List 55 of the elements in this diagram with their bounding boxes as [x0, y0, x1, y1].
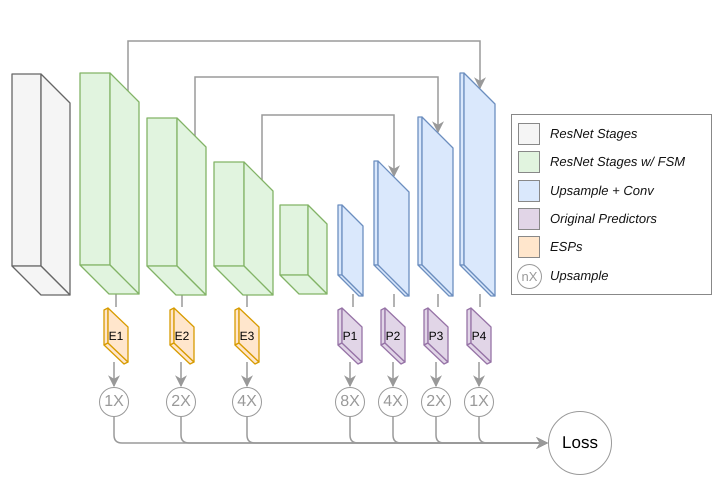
legend-text: Upsample + Conv	[550, 182, 654, 198]
arrow	[430, 362, 442, 388]
node-label: 2X	[171, 393, 191, 411]
node-label: 1X	[469, 393, 489, 411]
upsample-circle	[378, 387, 408, 417]
arrow	[387, 362, 399, 388]
legend-symbol: nX	[517, 264, 542, 288]
arrow	[473, 362, 485, 388]
layer-block	[280, 205, 327, 294]
legend-text: ResNet Stages w/ FSM	[550, 154, 686, 170]
upsample-circle	[464, 387, 494, 417]
predictor-block	[424, 308, 448, 364]
arrow	[261, 114, 400, 180]
upsample-circle	[232, 387, 262, 417]
arrow	[127, 40, 486, 91]
predictor-block	[235, 308, 259, 364]
upsample-circle	[335, 387, 365, 417]
layer-block	[147, 118, 206, 295]
node-label: E1	[108, 329, 124, 343]
legend-text: ResNet Stages	[550, 126, 638, 141]
layer-block	[214, 162, 273, 295]
node-label: 8X	[340, 393, 360, 411]
node-label: P2	[386, 329, 400, 343]
node-label: E2	[174, 329, 190, 343]
node-label: 2X	[426, 393, 446, 411]
predictor-block	[381, 308, 405, 364]
layer-block	[338, 205, 363, 296]
legend-text: Upsample	[550, 268, 609, 282]
arrow	[194, 76, 444, 136]
predictor-block	[467, 308, 491, 364]
upsample-circle	[99, 387, 129, 417]
predictor-block	[338, 308, 362, 364]
layer-block	[374, 161, 409, 296]
node-label: E3	[240, 329, 254, 343]
arrow	[241, 362, 253, 388]
layer-block	[80, 73, 139, 294]
layer-block	[460, 73, 495, 296]
arrow	[108, 362, 120, 388]
legend-text: Original Predictors	[550, 210, 657, 226]
upsample-circle	[166, 387, 196, 417]
legend-text: ESPs	[550, 239, 583, 254]
node-label: P3	[428, 329, 444, 343]
layer-block	[12, 74, 70, 295]
arrow	[175, 362, 187, 388]
arrow	[344, 362, 356, 388]
predictor-block	[170, 308, 194, 364]
node-label: 4X	[383, 393, 403, 411]
layer-block	[418, 117, 453, 296]
node-label: Loss	[562, 433, 598, 453]
predictor-block	[104, 308, 128, 364]
upsample-circle	[421, 387, 451, 417]
node-label: 1X	[104, 393, 124, 411]
node-label: P4	[472, 329, 486, 343]
node-label: P1	[342, 329, 358, 343]
node-label: 4X	[237, 393, 257, 411]
